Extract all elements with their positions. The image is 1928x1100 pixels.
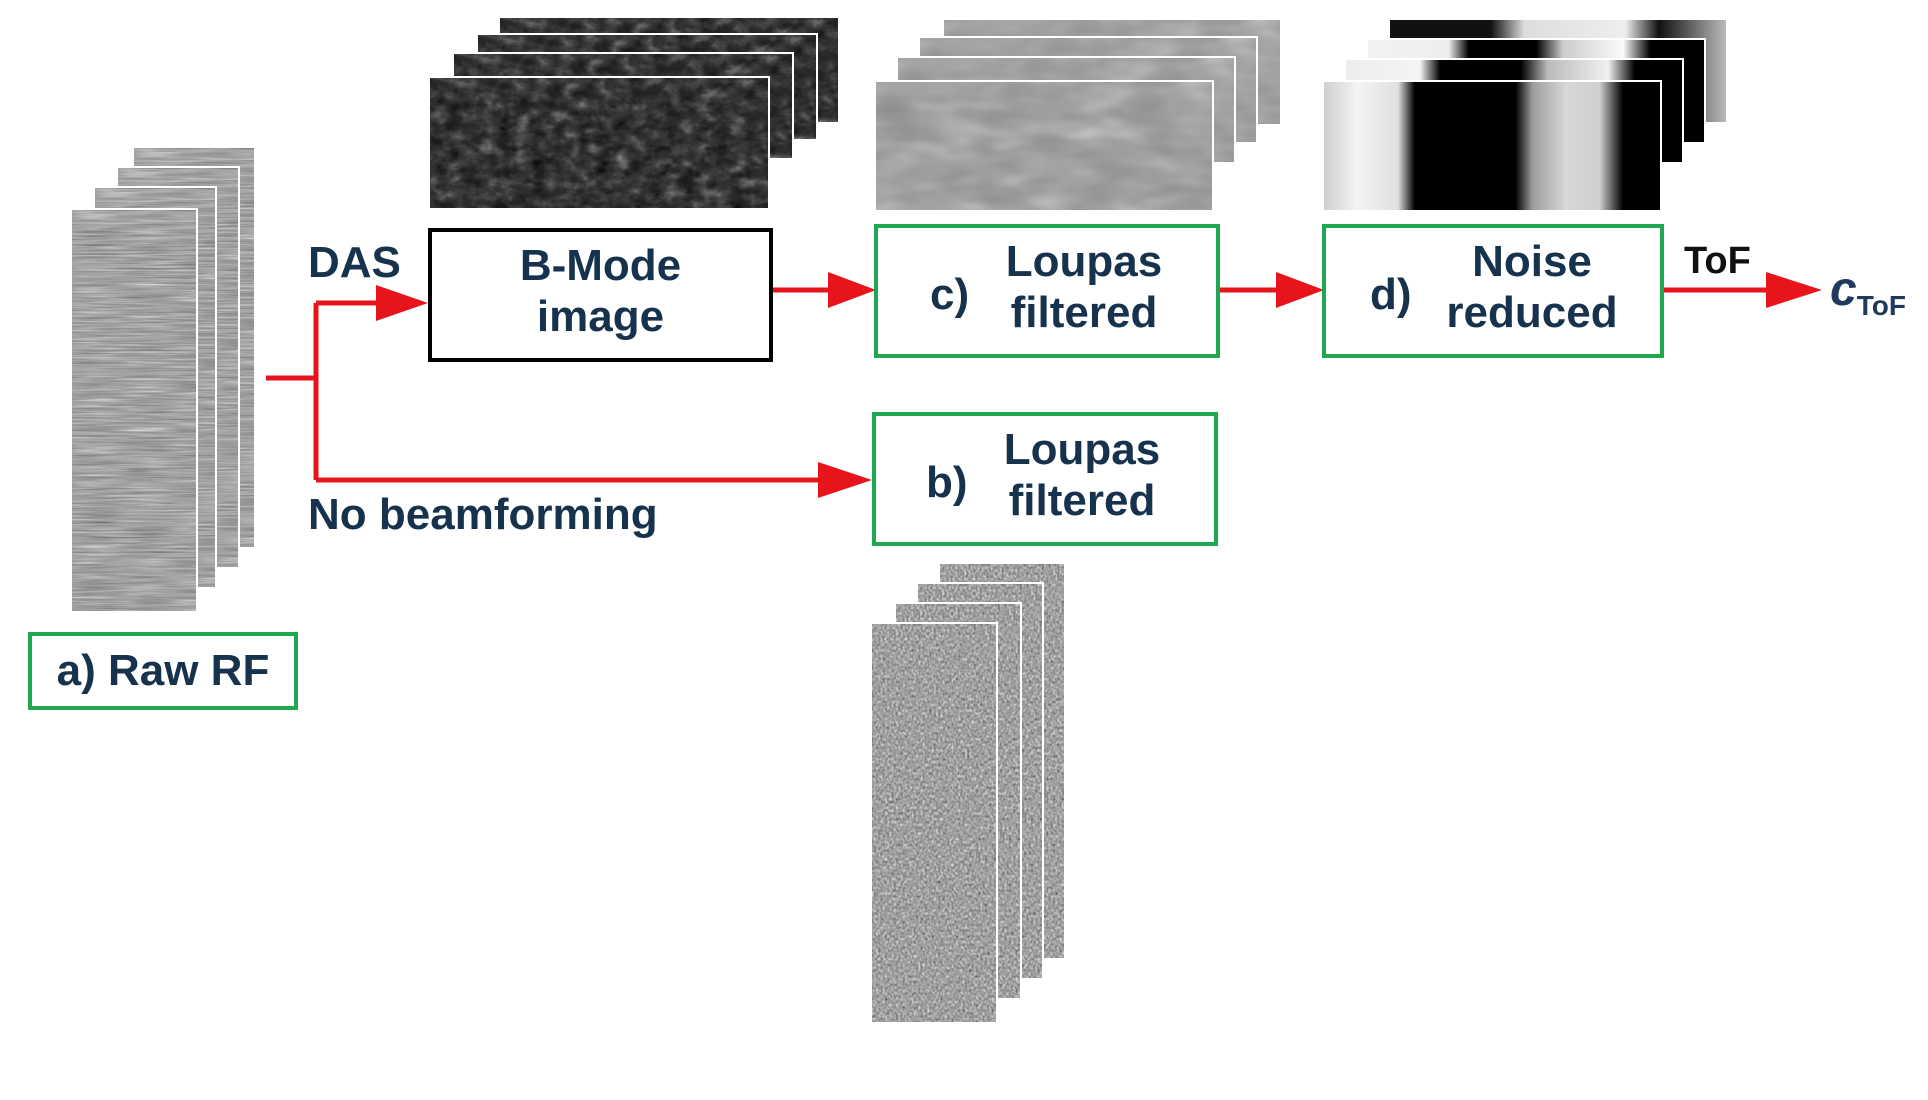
noise-d-line2: reduced <box>1446 288 1618 337</box>
tof-arrow-label: ToF <box>1684 240 1751 282</box>
noise-frame <box>1322 80 1662 212</box>
noise-d-line1: Noise <box>1472 237 1592 287</box>
arrowhead <box>1766 272 1822 308</box>
output-speed-label: cToF <box>1830 262 1906 322</box>
arrowhead <box>818 462 872 498</box>
loupas-c-line2: filtered <box>1010 288 1158 337</box>
output-subscript: ToF <box>1856 290 1906 321</box>
loupas-c-letter: c) <box>930 270 970 319</box>
bmode-box: B-Mode image <box>428 228 773 362</box>
raw-rf-label: a) Raw RF <box>56 645 270 695</box>
das-label: DAS <box>308 238 401 287</box>
raw-rf-frame <box>70 208 198 613</box>
speckle-frame <box>870 622 998 1024</box>
output-symbol: c <box>1830 263 1857 316</box>
noise-d-letter: d) <box>1370 270 1412 319</box>
raw-rf-box: a) Raw RF <box>28 632 298 710</box>
bmode-line1: B-Mode <box>519 241 682 291</box>
bmode-frame <box>428 76 770 210</box>
loupas-b-line1: Loupas <box>1003 425 1161 475</box>
loupas-b-box: b) Loupas filtered <box>872 412 1218 546</box>
loupas-b-letter: b) <box>926 458 968 507</box>
loupas-frame <box>874 80 1214 212</box>
arrowhead <box>376 285 428 321</box>
no-beamforming-label: No beamforming <box>308 490 658 539</box>
loupas-c-line1: Loupas <box>1005 237 1163 287</box>
bmode-line2: image <box>536 292 665 341</box>
loupas-b-line2: filtered <box>1008 476 1156 525</box>
noise-d-box: d) Noise reduced <box>1322 224 1664 358</box>
arrowhead <box>828 272 876 308</box>
loupas-c-box: c) Loupas filtered <box>874 224 1220 358</box>
arrowhead <box>1276 272 1324 308</box>
